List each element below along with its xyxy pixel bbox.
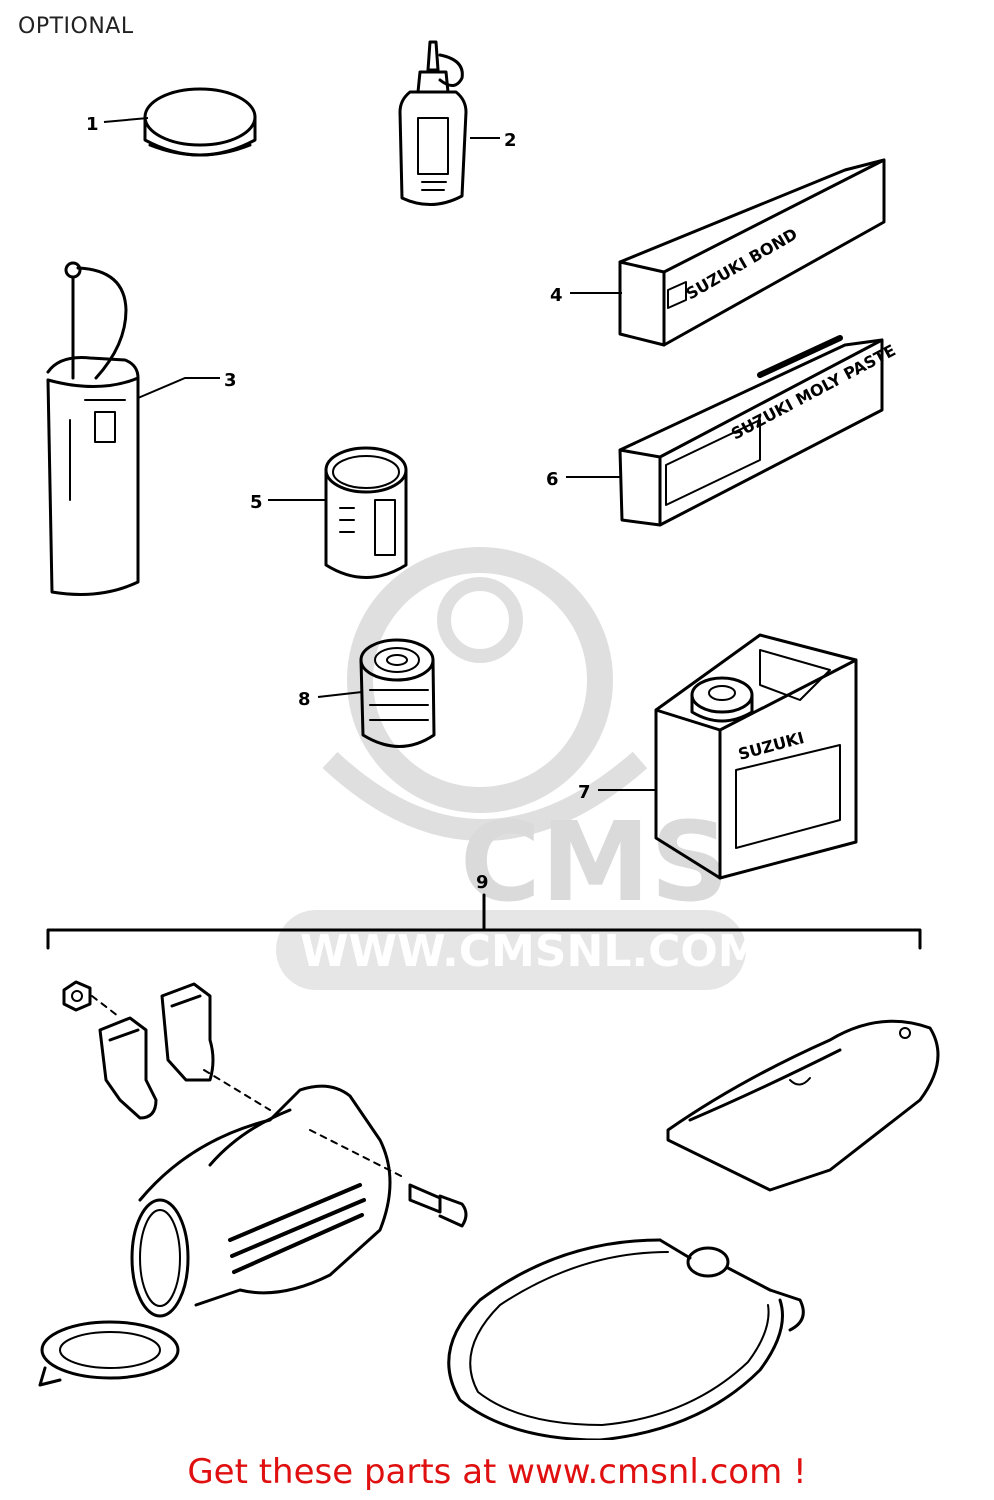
item-1-cap <box>143 87 257 157</box>
item-8-can <box>359 638 436 748</box>
callout-7: 7 <box>578 782 591 803</box>
item-5-can <box>324 446 408 579</box>
item-9-bracket <box>46 893 922 950</box>
item-9-toolkit <box>38 980 940 1440</box>
callout-2: 2 <box>504 130 517 151</box>
callout-8: 8 <box>298 689 311 710</box>
item-6-label: SUZUKI MOLY PASTE <box>728 341 899 444</box>
item-7-label: SUZUKI <box>736 728 806 764</box>
item-2-bottle <box>398 40 468 207</box>
item-6-box: SUZUKI MOLY PASTE <box>618 335 899 527</box>
parts-diagram: CMS WWW.CMSNL.COM <box>38 40 940 1440</box>
item-4-box: SUZUKI BOND <box>618 158 886 347</box>
callout-1: 1 <box>86 114 99 135</box>
callout-3: 3 <box>224 370 237 391</box>
watermark-url: WWW.CMSNL.COM <box>300 926 762 977</box>
callout-4: 4 <box>550 285 563 306</box>
watermark-logo: CMS <box>460 798 729 926</box>
item-4-label: SUZUKI BOND <box>683 224 801 303</box>
callout-9: 9 <box>476 872 489 893</box>
callout-5: 5 <box>250 492 263 513</box>
footer-link[interactable]: Get these parts at www.cmsnl.com ! <box>187 1452 807 1492</box>
callout-6: 6 <box>546 469 559 490</box>
cms-watermark: CMS WWW.CMSNL.COM <box>276 547 762 990</box>
item-3-oiler <box>46 261 140 596</box>
page-title: OPTIONAL <box>18 14 134 39</box>
callout-leaders <box>103 117 656 791</box>
